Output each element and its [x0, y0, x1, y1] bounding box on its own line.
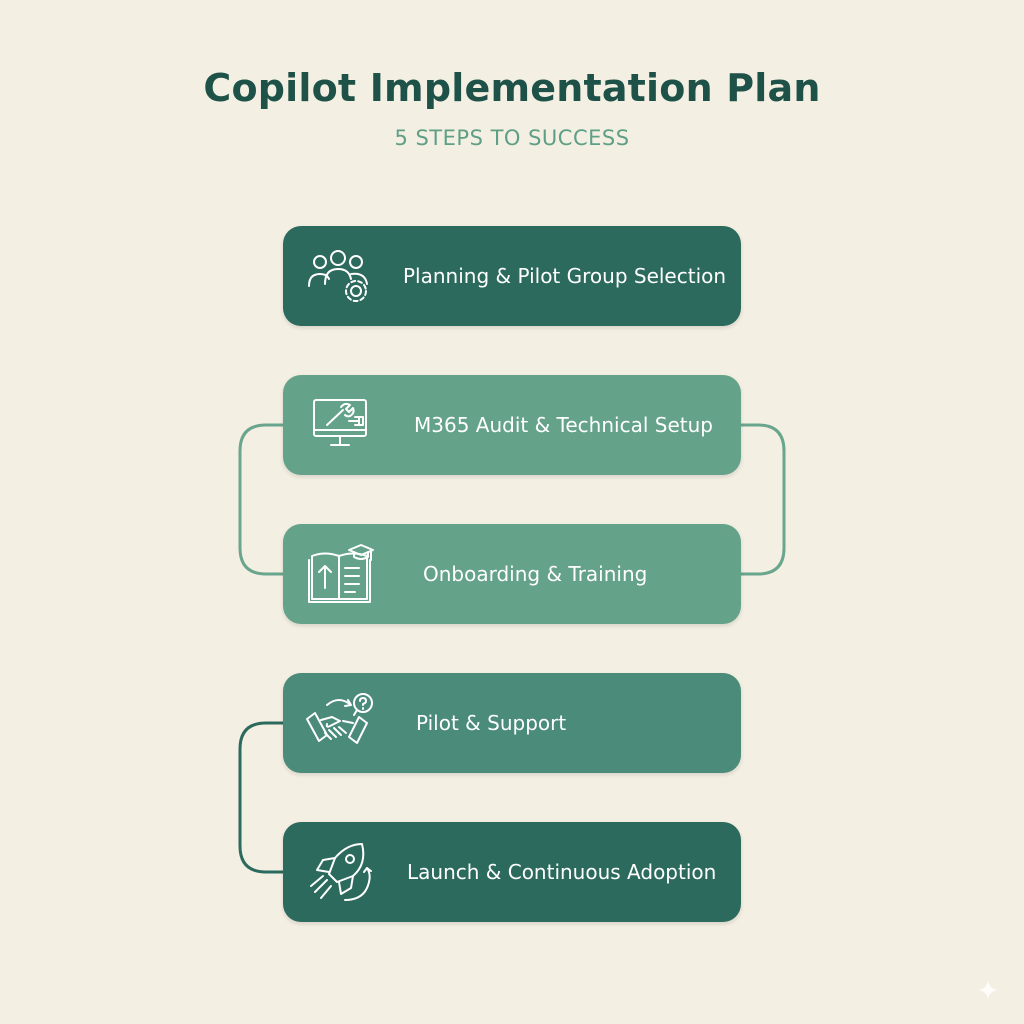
step-3-label: Onboarding & Training — [423, 562, 648, 586]
rocket-icon — [310, 843, 372, 901]
connector-left-2-3 — [238, 423, 286, 576]
page-title: Copilot Implementation Plan — [203, 66, 821, 110]
connector-left-4-5 — [238, 721, 286, 874]
team-gear-icon — [308, 250, 368, 302]
step-4-card: Pilot & Support — [283, 673, 741, 773]
sparkle-icon — [978, 980, 998, 1000]
handshake-question-icon — [306, 693, 373, 744]
monitor-wrench-icon — [313, 399, 367, 446]
step-1-label: Planning & Pilot Group Selection — [403, 264, 727, 288]
step-1-card: Planning & Pilot Group Selection — [283, 226, 741, 326]
page-subtitle: 5 STEPS TO SUCCESS — [394, 126, 630, 150]
step-2-label: M365 Audit & Technical Setup — [414, 413, 713, 437]
book-graduation-cap-icon — [308, 544, 374, 603]
step-5-card: Launch & Continuous Adoption — [283, 822, 741, 922]
connector-right-2-3 — [738, 423, 786, 576]
step-2-card: M365 Audit & Technical Setup — [283, 375, 741, 475]
step-3-card: Onboarding & Training — [283, 524, 741, 624]
step-5-label: Launch & Continuous Adoption — [407, 860, 717, 884]
step-4-label: Pilot & Support — [416, 711, 567, 735]
